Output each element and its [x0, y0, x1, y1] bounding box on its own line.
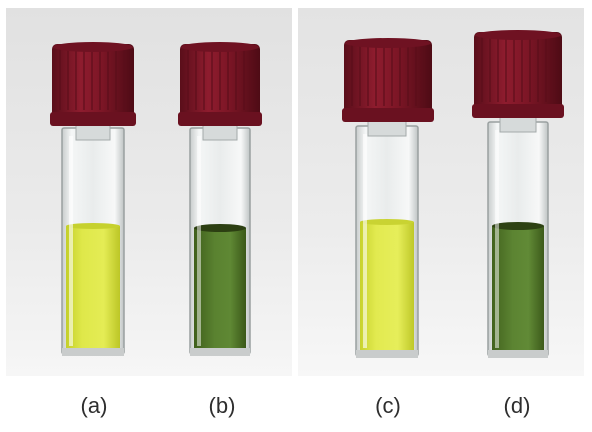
label-b: (b): [208, 393, 236, 418]
label-c: (c): [375, 393, 401, 418]
cuvette-d: [472, 30, 564, 358]
cuvette-b: [178, 42, 262, 356]
cuvette-a: [50, 42, 136, 356]
label-a: (a): [80, 393, 108, 418]
cuvette-c: [342, 38, 434, 358]
photo-left-svg: [6, 8, 292, 376]
label-d: (d): [503, 393, 531, 418]
photo-panel-right: [298, 8, 584, 376]
photo-right-svg: [298, 8, 584, 376]
photo-panel-left: [6, 8, 292, 376]
